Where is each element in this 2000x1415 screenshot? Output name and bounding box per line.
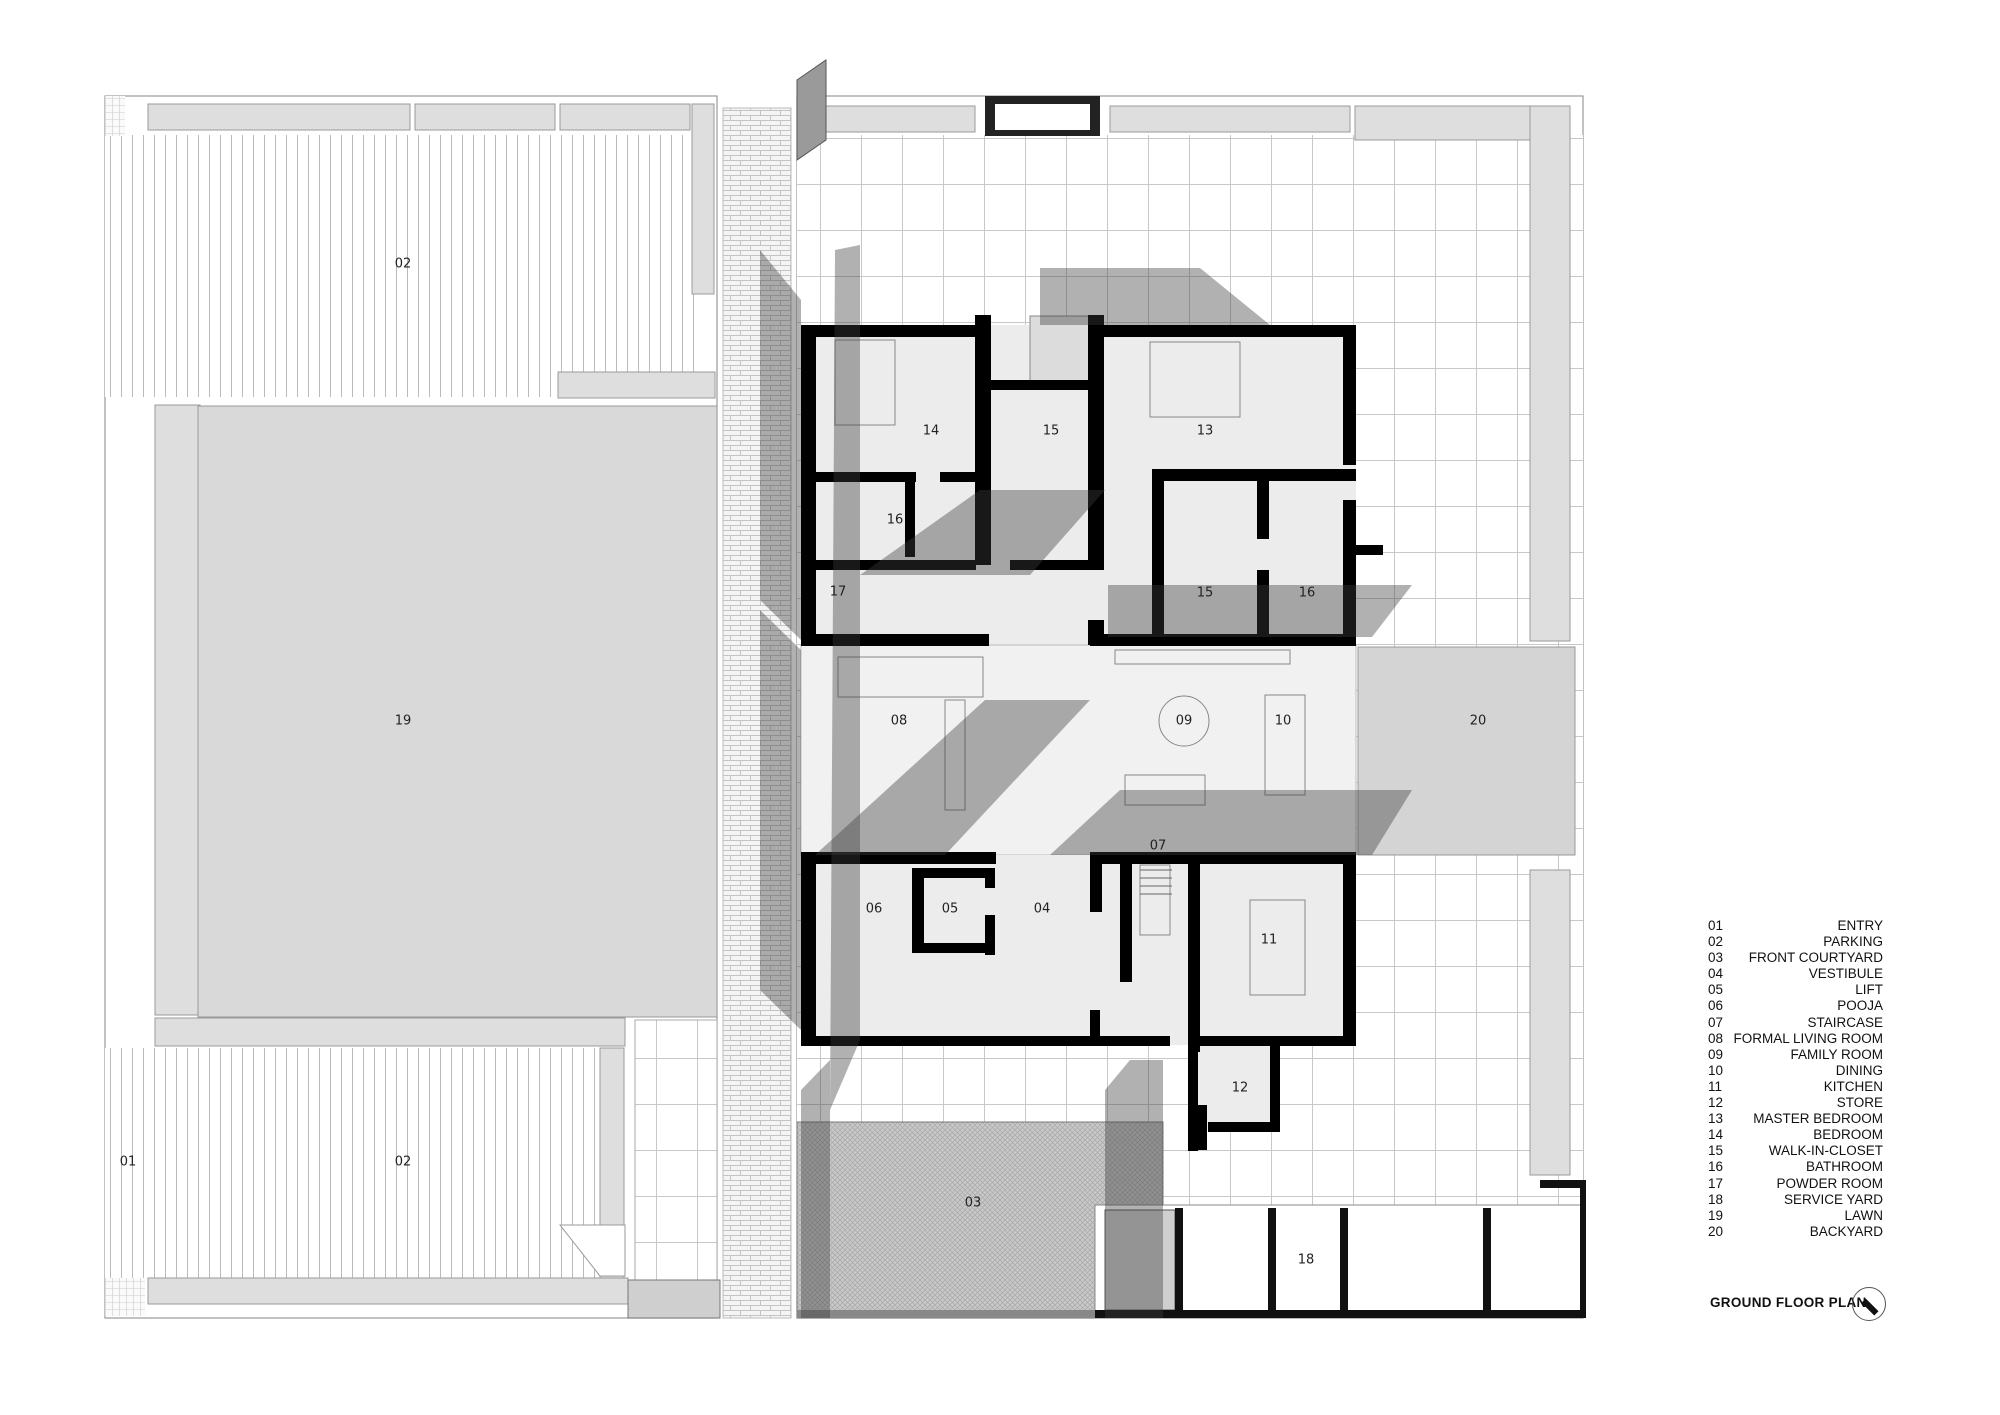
legend-room-name: SERVICE YARD xyxy=(1783,1191,1883,1207)
plan-title: GROUND FLOOR PLAN xyxy=(1710,1295,1867,1310)
parking-top-hatch xyxy=(105,135,695,397)
room-label: 17 xyxy=(830,585,847,600)
legend-room-name: BEDROOM xyxy=(1813,1127,1883,1143)
legend-number: 08 xyxy=(1708,1030,1724,1046)
lawn xyxy=(197,405,718,1018)
backyard xyxy=(1357,646,1576,856)
legend-item: 07 STAIRCASE xyxy=(1708,1015,1883,1031)
legend-item: 01 ENTRY xyxy=(1708,918,1883,934)
legend-room-name: MASTER BEDROOM xyxy=(1753,1111,1883,1127)
room-label: 03 xyxy=(965,1196,982,1211)
legend-number: 16 xyxy=(1708,1159,1724,1175)
room-label: 16 xyxy=(887,513,904,528)
room-label: 06 xyxy=(866,902,883,917)
room-label: 01 xyxy=(120,1155,137,1170)
legend-room-name: LIFT xyxy=(1855,982,1883,998)
service-block xyxy=(1094,1180,1586,1319)
legend-item: 05 LIFT xyxy=(1708,982,1883,998)
room-label: 12 xyxy=(1232,1081,1249,1096)
legend-item: 02 PARKING xyxy=(1708,934,1883,950)
room-label: 19 xyxy=(395,714,412,729)
room-label: 18 xyxy=(1298,1253,1315,1268)
north-arrow-icon xyxy=(1852,1287,1886,1321)
legend-number: 17 xyxy=(1708,1175,1724,1191)
legend-item: 18 SERVICE YARD xyxy=(1708,1192,1883,1208)
legend-room-name: VESTIBULE xyxy=(1808,966,1883,982)
room-label: 08 xyxy=(891,714,908,729)
room-label: 02 xyxy=(395,1155,412,1170)
legend-item: 13 MASTER BEDROOM xyxy=(1708,1111,1883,1127)
legend-item: 17 POWDER ROOM xyxy=(1708,1176,1883,1192)
room-label: 20 xyxy=(1470,714,1487,729)
room-label: 02 xyxy=(395,257,412,272)
legend-item: 16 BATHROOM xyxy=(1708,1159,1883,1175)
room-label: 16 xyxy=(1299,586,1316,601)
legend-number: 01 xyxy=(1708,918,1724,933)
legend-number: 09 xyxy=(1708,1046,1724,1062)
legend-number: 20 xyxy=(1708,1223,1724,1239)
legend-room-name: POWDER ROOM xyxy=(1776,1175,1884,1191)
legend-room-name: BATHROOM xyxy=(1806,1159,1883,1175)
legend-room-name: FRONT COURTYARD xyxy=(1748,950,1883,966)
legend-room-name: FORMAL LIVING ROOM xyxy=(1733,1030,1883,1046)
room-label: 04 xyxy=(1034,902,1051,917)
legend-item: 04 VESTIBULE xyxy=(1708,966,1883,982)
legend-room-name: STAIRCASE xyxy=(1807,1014,1883,1030)
room-label: 13 xyxy=(1197,424,1214,439)
room-label: 10 xyxy=(1275,714,1292,729)
shadows xyxy=(760,245,1412,1318)
room-label: 15 xyxy=(1043,424,1060,439)
legend-number: 07 xyxy=(1708,1014,1724,1030)
parking-bottom-hatch xyxy=(105,1048,625,1278)
legend-item: 11 KITCHEN xyxy=(1708,1079,1883,1095)
brick-path xyxy=(722,107,792,1319)
north-arrow-needle xyxy=(1861,1298,1879,1316)
legend-room-name: STORE xyxy=(1836,1095,1883,1111)
legend-number: 12 xyxy=(1708,1095,1724,1111)
legend-item: 08 FORMAL LIVING ROOM xyxy=(1708,1031,1883,1047)
legend-room-name: POOJA xyxy=(1837,998,1883,1014)
legend-room-name: PARKING xyxy=(1823,934,1883,950)
legend-number: 14 xyxy=(1708,1127,1724,1143)
legend-number: 15 xyxy=(1708,1143,1724,1159)
legend-number: 03 xyxy=(1708,950,1724,966)
house xyxy=(760,245,1412,1318)
room-label: 14 xyxy=(923,424,940,439)
legend-item: 14 BEDROOM xyxy=(1708,1127,1883,1143)
legend-number: 02 xyxy=(1708,934,1724,950)
legend-number: 19 xyxy=(1708,1207,1724,1223)
legend-room-name: WALK-IN-CLOSET xyxy=(1768,1143,1883,1159)
legend-number: 10 xyxy=(1708,1062,1724,1078)
legend-room-name: LAWN xyxy=(1844,1207,1883,1223)
legend-number: 04 xyxy=(1708,966,1724,982)
legend-room-name: FAMILY ROOM xyxy=(1790,1046,1883,1062)
legend-room-name: DINING xyxy=(1835,1062,1883,1078)
legend-item: 06 POOJA xyxy=(1708,998,1883,1014)
legend-room-name: ENTRY xyxy=(1837,918,1883,933)
legend-number: 18 xyxy=(1708,1191,1724,1207)
legend: 01 ENTRY 02 PARKING 03 FRONT COURTYARD 04 VESTI… xyxy=(1708,918,1883,1240)
left-plot xyxy=(104,95,721,1319)
legend-item: 09 FAMILY ROOM xyxy=(1708,1047,1883,1063)
legend-room-name: KITCHEN xyxy=(1823,1078,1883,1094)
legend-number: 13 xyxy=(1708,1111,1724,1127)
room-label: 11 xyxy=(1261,933,1278,948)
legend-number: 11 xyxy=(1708,1078,1723,1094)
room-label: 09 xyxy=(1176,714,1193,729)
room-label: 15 xyxy=(1197,586,1214,601)
legend-item: 03 FRONT COURTYARD xyxy=(1708,950,1883,966)
legend-room-name: BACKYARD xyxy=(1809,1223,1883,1239)
legend-number: 06 xyxy=(1708,998,1724,1014)
legend-item: 10 DINING xyxy=(1708,1063,1883,1079)
room-label: 07 xyxy=(1150,839,1167,854)
legend-item: 15 WALK-IN-CLOSET xyxy=(1708,1143,1883,1159)
legend-number: 05 xyxy=(1708,982,1724,998)
legend-item: 19 LAWN xyxy=(1708,1208,1883,1224)
room-label: 05 xyxy=(942,902,959,917)
legend-item: 12 STORE xyxy=(1708,1095,1883,1111)
legend-item: 20 BACKYARD xyxy=(1708,1224,1883,1240)
walls xyxy=(801,315,1383,1151)
